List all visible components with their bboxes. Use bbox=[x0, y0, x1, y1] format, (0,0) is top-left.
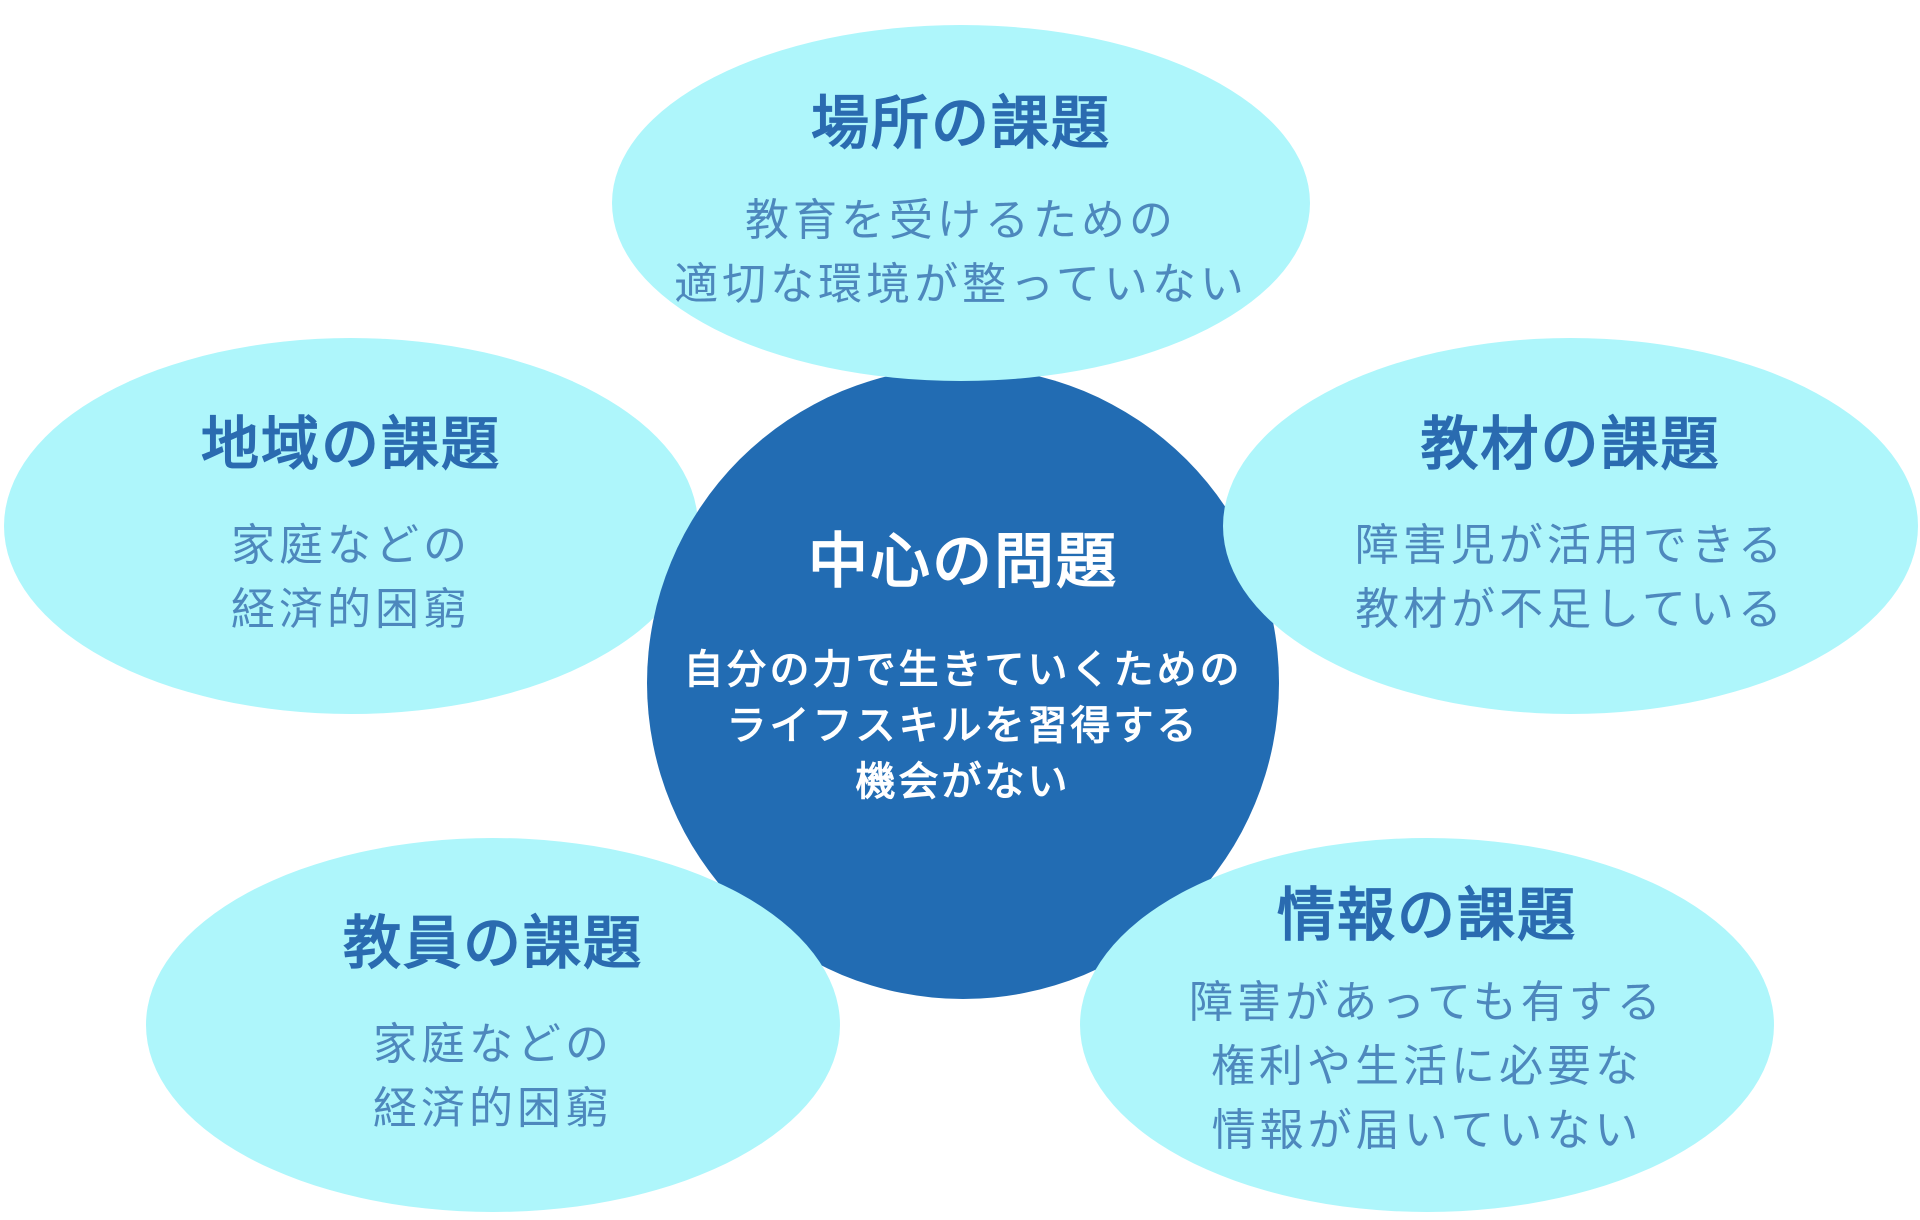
central-problem-title: 中心の問題 bbox=[808, 527, 1118, 597]
bubble-region-issue: 地域の課題 家庭などの 経済的困窮 bbox=[4, 338, 698, 714]
central-problem-line: 機会がない bbox=[855, 759, 1071, 805]
central-problem-line: 自分の力で生きていくための bbox=[683, 647, 1243, 693]
bubble-title: 場所の課題 bbox=[810, 89, 1111, 158]
bubble-description: 障害があっても有する 権利や生活に必要な 情報が届いていない bbox=[1189, 971, 1665, 1163]
bubble-line: 情報が届いていない bbox=[1211, 1104, 1643, 1156]
bubble-line: 教材が不足している bbox=[1355, 583, 1786, 635]
bubble-description: 家庭などの 経済的困窮 bbox=[373, 1013, 613, 1141]
bubble-title: 地域の課題 bbox=[200, 410, 501, 479]
central-problem-line: ライフスキルを習得する bbox=[726, 703, 1200, 749]
bubble-line: 経済的困窮 bbox=[231, 583, 471, 635]
bubble-line: 家庭などの bbox=[373, 1018, 613, 1070]
bubble-description: 家庭などの 経済的困窮 bbox=[231, 514, 471, 642]
bubble-title: 教員の課題 bbox=[342, 909, 643, 978]
bubble-description: 障害児が活用できる 教材が不足している bbox=[1355, 514, 1786, 642]
bubble-line: 家庭などの bbox=[231, 519, 471, 571]
bubble-information-issue: 情報の課題 障害があっても有する 権利や生活に必要な 情報が届いていない bbox=[1080, 838, 1774, 1212]
central-problem-description: 自分の力で生きていくための ライフスキルを習得する 機会がない bbox=[684, 642, 1243, 810]
bubble-material-issue: 教材の課題 障害児が活用できる 教材が不足している bbox=[1223, 338, 1918, 714]
central-problem-circle: 中心の問題 自分の力で生きていくための ライフスキルを習得する 機会がない bbox=[647, 367, 1279, 999]
bubble-line: 障害児が活用できる bbox=[1354, 519, 1787, 571]
bubble-teacher-issue: 教員の課題 家庭などの 経済的困窮 bbox=[146, 838, 840, 1212]
bubble-line: 権利や生活に必要な bbox=[1210, 1040, 1643, 1092]
bubble-title: 教材の課題 bbox=[1420, 410, 1721, 479]
bubble-line: 経済的困窮 bbox=[373, 1082, 613, 1134]
bubble-line: 障害があっても有する bbox=[1189, 976, 1665, 1028]
bubble-line: 教育を受けるための bbox=[745, 194, 1177, 246]
bubble-place-issue: 場所の課題 教育を受けるための 適切な環境が整っていない bbox=[612, 25, 1310, 381]
bubble-title: 情報の課題 bbox=[1276, 881, 1577, 950]
bubble-description: 教育を受けるための 適切な環境が整っていない bbox=[674, 189, 1248, 317]
bubble-line: 適切な環境が整っていない bbox=[674, 258, 1248, 310]
